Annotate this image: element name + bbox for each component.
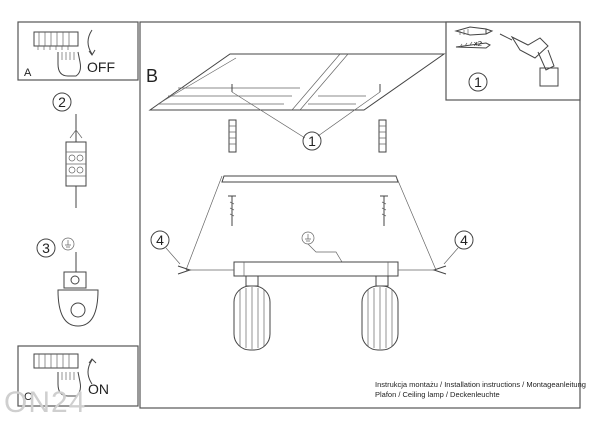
caption-line-2: Plafon / Ceiling lamp / Deckenleuchte [375,390,500,399]
arrow-icon [87,359,93,385]
step-4-label-right: 4 [460,232,468,248]
screw-icon [228,195,388,226]
side-screw-left [177,265,192,275]
watermark: ON24 [4,386,86,419]
side-screw-right [432,265,447,275]
step-4-badge-right [454,230,474,250]
step-3-label: 3 [42,240,50,256]
ceiling-plane [148,53,446,111]
panel-c-frame [17,345,139,407]
terminal-block-icon [33,31,79,50]
screw-icon [455,41,491,49]
off-label: OFF [87,59,115,75]
quantity-label: x2 [474,39,482,48]
lamp-shade-icon [233,275,271,351]
panel-c-label: C [24,391,32,403]
lamp-shade-icon [361,275,399,351]
dowel-icon [228,119,387,153]
step-3-badge [36,238,56,258]
ground-symbol-icon [301,231,343,263]
step-4-label-left: 4 [156,232,164,248]
panel-a-frame [17,21,139,81]
cable-clamp-icon [57,252,99,327]
wire-connector-icon [65,114,87,208]
step-1-label-tools: 1 [474,74,482,90]
caption-line-1: Instrukcja montażu / Installation instru… [375,380,586,389]
terminal-block-icon [33,353,79,369]
step-2-badge [52,92,72,112]
hand-icon [57,371,81,397]
step-4-badge-left [150,230,170,250]
on-label: ON [88,381,109,397]
step-1-badge-left [302,131,322,151]
mounting-holes [231,84,381,92]
step-1-label-left: 1 [308,133,316,149]
dowel-icon [454,26,494,36]
mounting-bracket [221,175,399,183]
panel-a-label: A [24,67,32,79]
arrow-icon [87,29,93,55]
step-1-badge-tools [468,72,488,92]
ground-symbol-icon [61,237,75,251]
lamp-base [233,261,399,277]
step-2-label: 2 [58,94,66,110]
panel-b-label: B [146,66,158,86]
drill-icon [499,33,559,87]
hand-icon [57,51,81,77]
